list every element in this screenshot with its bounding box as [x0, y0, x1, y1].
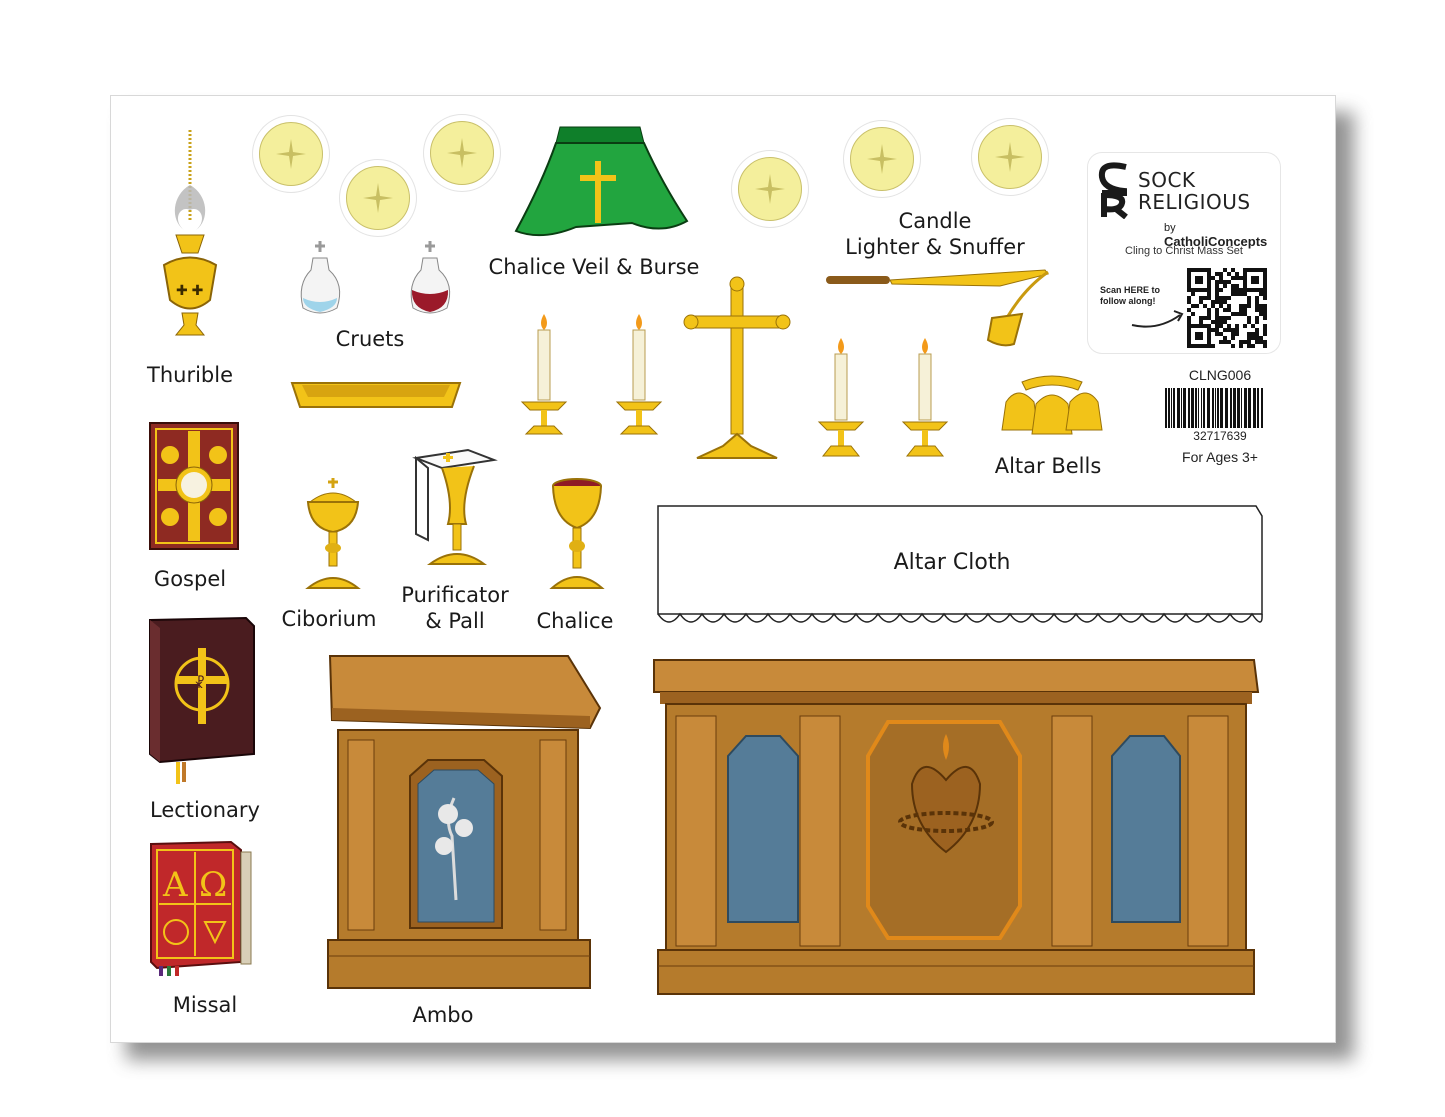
altar-cloth-icon: [657, 505, 1263, 623]
ambo-icon: [327, 655, 602, 989]
host-sticker: [850, 127, 914, 191]
water-cruet-icon: [300, 241, 341, 314]
arrow-icon: [1131, 310, 1184, 328]
candle-icon: [615, 314, 663, 435]
host-sticker: [430, 121, 494, 185]
altar-icon: [653, 659, 1260, 995]
candle-icon: [901, 338, 949, 457]
candle-lighter-label-line2: Lighter & Snuffer: [845, 235, 1025, 259]
svg-text:☧: ☧: [194, 675, 205, 692]
candle-lighter-label-line1: Candle: [898, 209, 972, 233]
brand-set-name: Cling to Christ Mass Set: [1125, 245, 1243, 257]
brand-panel: SOCK RELIGIOUS by CatholiConcepts Cling …: [1088, 153, 1280, 353]
product-sku: CLNG006: [1188, 367, 1252, 383]
svg-text:✚ ✚: ✚ ✚: [176, 282, 203, 298]
brand-name-line2: RELIGIOUS: [1138, 190, 1251, 214]
missal-alpha-text: A: [162, 865, 188, 905]
barcode-icon: [1165, 388, 1263, 428]
host-sticker: [738, 157, 802, 221]
purificator-label-line2: & Pall: [425, 609, 485, 633]
host-cross-icon: [276, 139, 306, 169]
missal-omega-text: Ω: [199, 865, 227, 905]
host-cross-icon: [755, 174, 785, 204]
wine-cruet-icon: [410, 241, 451, 314]
candle-icon: [817, 338, 865, 457]
scan-line2: follow along!: [1100, 296, 1156, 306]
qr-code-icon[interactable]: [1186, 267, 1268, 349]
cruets-label: Cruets: [335, 327, 405, 351]
gospel-book-icon: [149, 422, 239, 550]
candle-lighter-snuffer-icon: [826, 269, 1049, 347]
missal-label: Missal: [172, 993, 238, 1017]
host-cross-icon: [995, 142, 1025, 172]
ciborium-icon: [305, 478, 361, 589]
chalice-veil-label: Chalice Veil & Burse: [488, 255, 700, 279]
sock-religious-logo-icon: [1098, 162, 1128, 219]
brand-by: by: [1164, 222, 1176, 234]
purificator-label-line1: Purificator: [401, 583, 509, 607]
host-sticker: [346, 166, 410, 230]
barcode-number: 32717639: [1193, 429, 1247, 443]
altar-bells-icon: [1001, 375, 1103, 435]
chalice-veil-icon: [514, 126, 689, 237]
brand-publisher: by CatholiConcepts: [1164, 222, 1280, 249]
chalice-icon: [549, 478, 605, 589]
altar-cloth-label: Altar Cloth: [893, 550, 1011, 575]
candle-icon: [520, 314, 568, 435]
host-cross-icon: [867, 144, 897, 174]
ciborium-label: Ciborium: [281, 607, 377, 631]
host-sticker: [259, 122, 323, 186]
lectionary-label: Lectionary: [150, 798, 260, 822]
host-cross-icon: [363, 183, 393, 213]
age-rating: For Ages 3+: [1182, 449, 1258, 465]
thurible-icon: ✚ ✚: [162, 130, 218, 336]
altar-bells-label: Altar Bells: [994, 454, 1102, 478]
thurible-label: Thurible: [147, 363, 233, 387]
host-sticker: [978, 125, 1042, 189]
missal-book-icon: A Ω: [150, 840, 252, 976]
brand-publisher-name: CatholiConcepts: [1164, 234, 1268, 249]
gospel-label: Gospel: [153, 567, 227, 591]
host-cross-icon: [447, 138, 477, 168]
scan-line1: Scan HERE to: [1100, 285, 1161, 295]
altar-cross-icon: [683, 276, 791, 459]
purificator-pall-icon: [412, 448, 498, 565]
paten-tray-icon: [290, 382, 462, 408]
chalice-label: Chalice: [536, 609, 614, 633]
ambo-label: Ambo: [412, 1003, 474, 1027]
lectionary-book-icon: ☧: [149, 616, 255, 784]
brand-name-line1: SOCK: [1138, 168, 1196, 192]
